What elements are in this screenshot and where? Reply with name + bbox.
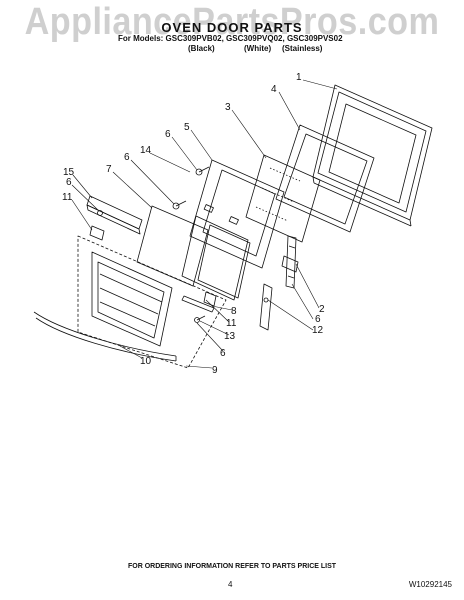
callout-6-bottom: 6 (220, 348, 226, 359)
part-screw-bracket (97, 210, 103, 216)
callout-15: 15 (63, 167, 75, 178)
callout-4: 4 (271, 84, 277, 95)
part-screw-lower (194, 315, 206, 323)
part-bottom-trim (181, 291, 217, 313)
callout-8: 8 (231, 306, 237, 317)
model-list: For Models: GSC309PVB02, GSC309PVQ02, GS… (118, 34, 343, 43)
callout-3: 3 (225, 102, 231, 113)
callout-7: 7 (106, 164, 112, 175)
variant-white: (White) (244, 44, 272, 53)
callout-14: 14 (140, 145, 152, 156)
part-screw-mid (172, 200, 187, 210)
callout-6-left: 6 (66, 177, 72, 188)
watermark-logo: AppliancePartsPros.com (24, 1, 440, 43)
part-door-liner (91, 251, 173, 347)
callout-6-top: 6 (165, 129, 171, 140)
part-door-assembly-outline (77, 235, 227, 369)
document-number: W10292145 (408, 580, 452, 589)
ordering-note: FOR ORDERING INFORMATION REFER TO PARTS … (127, 563, 337, 570)
callout-labels: 1 4 3 5 6 14 6 7 15 6 11 2 6 12 8 11 13 … (62, 72, 325, 376)
callout-2: 2 (319, 304, 325, 315)
part-hinge-support (259, 283, 273, 331)
part-door-handle (33, 311, 177, 362)
part-window-glass (245, 154, 321, 243)
part-outer-door-panel (312, 84, 433, 227)
variant-black: (Black) (188, 44, 215, 53)
leader-lines (71, 79, 338, 369)
callout-6-mid: 6 (124, 152, 130, 163)
part-inner-door-frame (189, 159, 285, 269)
page-number: 4 (228, 580, 233, 589)
callout-5: 5 (184, 122, 190, 133)
callout-13: 13 (224, 331, 236, 342)
callout-9: 9 (212, 365, 218, 376)
part-hinge-bracket (86, 195, 143, 235)
part-clip-left (89, 225, 105, 241)
page-title: OVEN DOOR PARTS (161, 20, 303, 35)
part-hinge-right (281, 235, 299, 289)
part-inner-glass-right (181, 215, 251, 301)
part-inner-glass-left (136, 205, 209, 287)
part-door-gasket (275, 124, 375, 233)
callout-12: 12 (312, 325, 324, 336)
part-screw-upper (195, 166, 210, 176)
variant-stainless: (Stainless) (282, 44, 323, 53)
callout-10: 10 (140, 356, 152, 367)
callout-1: 1 (296, 72, 302, 83)
callout-11-left: 11 (62, 192, 73, 203)
callout-11-lower: 11 (226, 318, 237, 329)
callout-6-right: 6 (315, 314, 321, 325)
